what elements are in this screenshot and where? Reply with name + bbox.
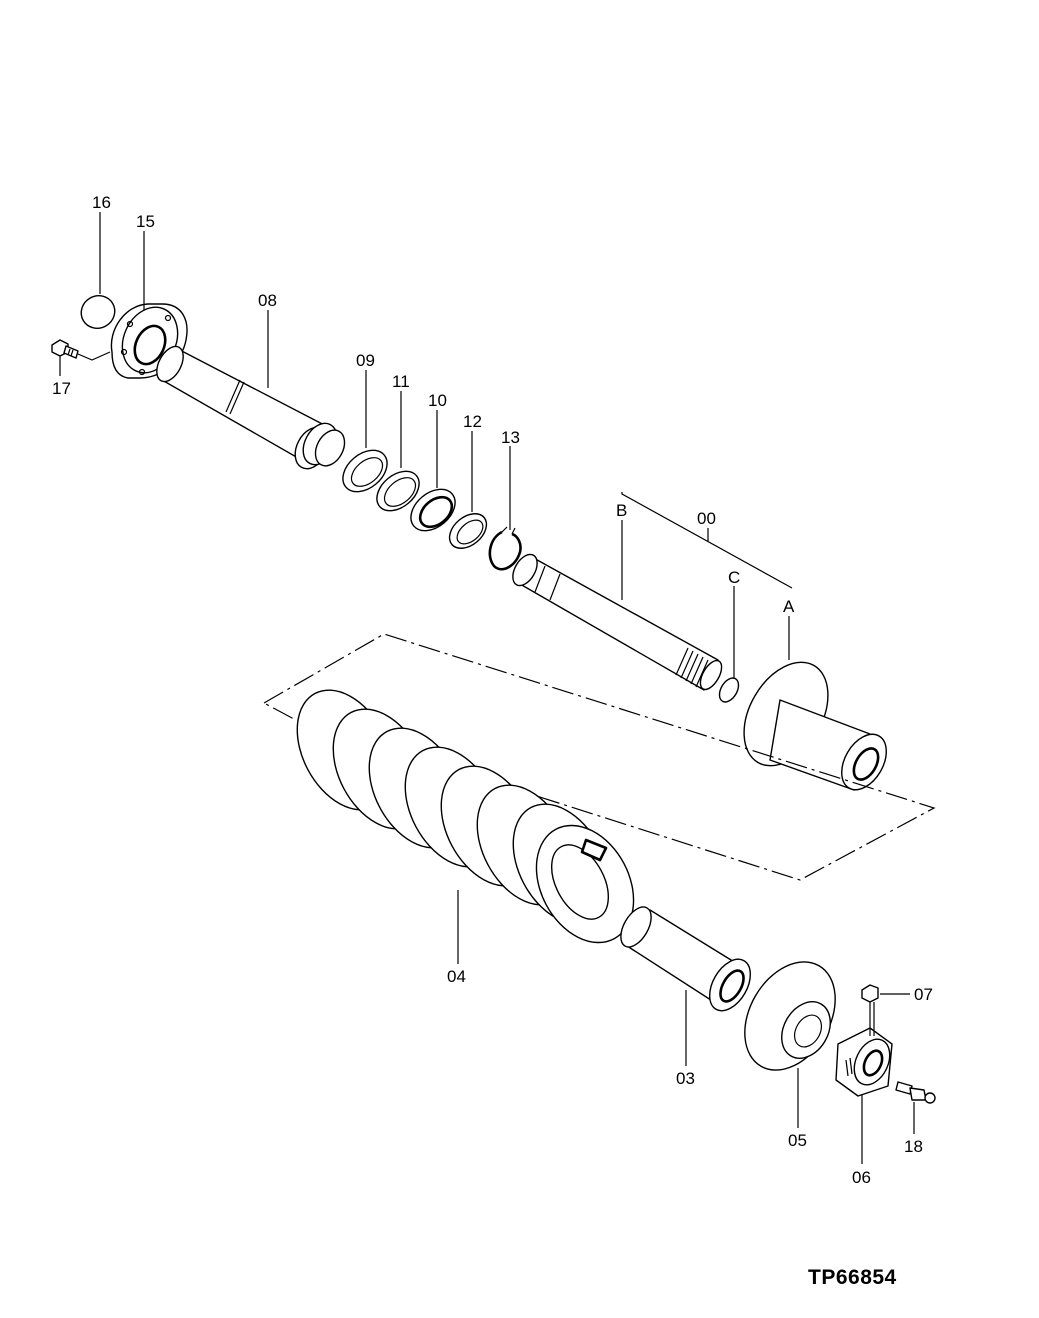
part-13-snap-ring	[488, 526, 522, 571]
part-16-o-ring	[80, 295, 116, 329]
part-10-seal	[410, 488, 456, 532]
part-A-cylinder	[743, 661, 887, 791]
part-06-nut	[835, 1027, 893, 1097]
part-03-spacer	[620, 906, 752, 1012]
part-04-coil-spring	[296, 689, 635, 944]
callout-09: 09	[356, 351, 375, 370]
callout-08: 08	[258, 291, 277, 310]
callout-C: C	[728, 568, 740, 587]
assembly-boundary	[263, 633, 936, 881]
part-07-bolt	[861, 984, 879, 1036]
callout-07: 07	[914, 985, 933, 1004]
callout-13: 13	[501, 428, 520, 447]
callout-B: B	[616, 501, 627, 520]
part-05-bracket	[744, 961, 836, 1071]
callout-00: 00	[697, 509, 716, 528]
callout-03: 03	[676, 1069, 695, 1088]
callouts: 16 15 17 08 09 11 10 12 13 B 00 C A 04 0…	[52, 193, 933, 1187]
part-C-o-ring	[718, 677, 740, 703]
callout-12: 12	[463, 412, 482, 431]
callout-05: 05	[788, 1131, 807, 1150]
part-B-rod	[512, 553, 723, 691]
callout-17: 17	[52, 379, 71, 398]
leader-lines	[59, 212, 915, 1164]
part-12-ring	[448, 513, 488, 549]
part-11-ring	[376, 470, 420, 512]
part-17-bolt	[51, 339, 111, 361]
part-08-piston	[156, 345, 346, 470]
callout-18: 18	[904, 1137, 923, 1156]
callout-16: 16	[92, 193, 111, 212]
callout-15: 15	[136, 212, 155, 231]
callout-06: 06	[852, 1168, 871, 1187]
callout-A: A	[783, 597, 795, 616]
part-09-ring	[342, 449, 388, 493]
figure-code: TP66854	[808, 1266, 897, 1289]
callout-11: 11	[392, 372, 410, 391]
callout-04: 04	[447, 967, 466, 986]
part-18-fitting	[895, 1081, 936, 1104]
callout-10: 10	[428, 391, 447, 410]
